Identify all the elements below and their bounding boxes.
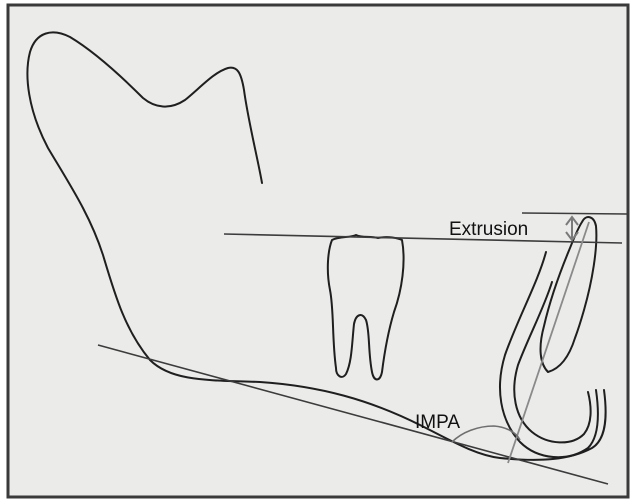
extrusion-label: Extrusion [449, 219, 528, 240]
impa-label: IMPA [415, 412, 460, 433]
incisal-reference-line [522, 213, 627, 214]
